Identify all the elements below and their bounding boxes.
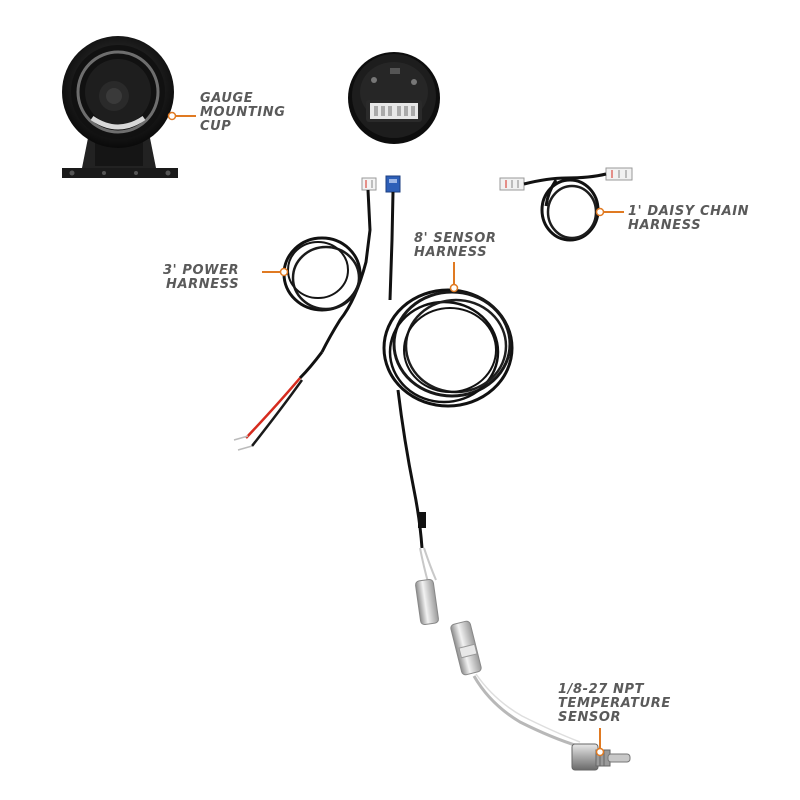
label-line: 1/8-27 NPT <box>558 682 645 697</box>
label-line: 3' POWER <box>163 263 240 278</box>
label-sensor-harness: 8' SENSOR HARNESS <box>414 232 497 260</box>
temperature-sensor <box>571 743 631 771</box>
callout-daisy-chain <box>595 207 624 217</box>
gauge-back <box>348 52 440 144</box>
label-line: HARNESS <box>414 245 488 260</box>
label-temperature-sensor: 1/8-27 NPT TEMPERATURE SENSOR <box>558 683 671 725</box>
label-line: GAUGE <box>200 91 254 106</box>
label-line: TEMPERATURE <box>558 696 671 711</box>
label-line: MOUNTING <box>200 105 286 120</box>
callout-mounting-cup <box>167 111 196 121</box>
daisy-chain-harness <box>499 167 633 242</box>
label-line: 1' DAISY CHAIN <box>628 204 750 219</box>
gauge-mounting-cup <box>62 36 178 178</box>
label-gauge-mounting-cup: GAUGE MOUNTING CUP <box>200 92 285 134</box>
label-line: HARNESS <box>628 218 702 233</box>
label-line: HARNESS <box>165 277 240 292</box>
power-harness <box>233 177 377 451</box>
callout-temperature-sensor <box>595 728 605 757</box>
label-line: 8' SENSOR <box>414 231 497 246</box>
callout-sensor-harness <box>449 262 459 293</box>
label-line: CUP <box>200 119 232 134</box>
label-power-harness: 3' POWER HARNESS <box>163 264 239 292</box>
label-daisy-chain-harness: 1' DAISY CHAIN HARNESS <box>628 205 749 233</box>
callout-power-harness <box>262 267 289 277</box>
label-line: SENSOR <box>558 710 622 725</box>
sensor-harness <box>382 175 581 748</box>
